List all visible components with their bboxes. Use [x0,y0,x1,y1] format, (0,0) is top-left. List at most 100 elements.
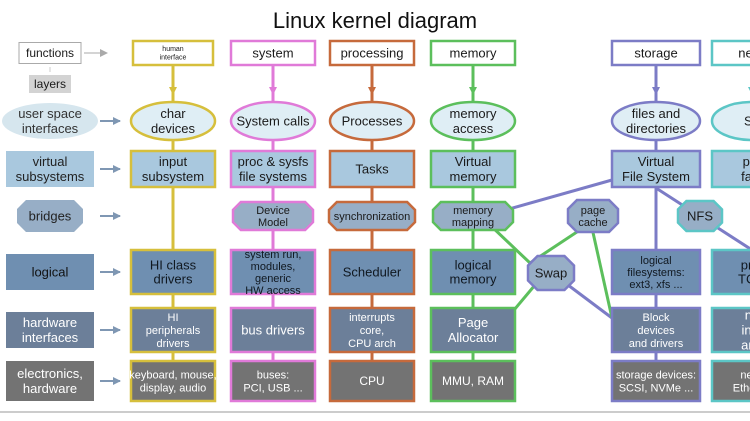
col-storage-hw [610,306,702,354]
col-system-header-label-line: system [252,46,293,61]
layer-4-label-line: interfaces [22,330,79,345]
col-processing-hw-label-line: CPU arch [348,338,396,350]
col-network-header-label: netw [738,46,750,61]
col-memory-user-label-line: access [453,121,494,136]
col-storage-bridge-label-line: page [581,205,605,217]
col-storage-bridge [566,198,620,234]
col-storage-virtual-label-line: File System [622,169,690,184]
col-processing-user-label-line: Processes [342,114,403,129]
col-human-logical-label-line: drivers [153,272,193,287]
col-system-user-label-line: System calls [237,114,310,129]
col-system-header-label: system [252,46,293,61]
col-memory-header-label: memory [450,46,497,61]
col-network-hw-label-line: and [741,338,750,353]
col-system-bridge [231,200,315,232]
col-processing-hw-label-line: interrupts [349,312,395,324]
layers-label [29,75,71,93]
col-processing-user [328,100,416,142]
col-human-user [129,100,217,142]
col-human-elec [129,359,217,403]
col-memory-header [429,39,517,67]
col-human-user-label-line: devices [151,121,196,136]
layer-3-label-line: logical [32,265,69,280]
col-processing-logical [328,248,416,296]
col-processing-hw [328,306,416,354]
layer-3-label: logical [32,265,69,280]
col-system-user [229,100,317,142]
col-processing-bridge-label-line: synchronization [334,211,410,223]
col-network-virtual-label: profam [741,154,750,184]
col-network-elec [710,359,750,403]
col-processing-virtual-label-line: Tasks [355,162,389,177]
col-memory-hw-label-line: Page [458,315,488,330]
col-system-logical-label-line: system run, [245,249,302,261]
col-network-virtual-label-line: fam [741,169,750,184]
col-network-hw-label-line: ne [745,308,750,323]
col-storage-bridge-label-line: cache [578,217,607,229]
col-human-header-label-line: interface [160,55,187,62]
col-storage-user [610,100,702,142]
col-human-header-label-line: human [162,46,184,53]
col-human-elec-label-line: keyboard, mouse, [129,369,216,381]
col-storage-elec-label-line: SCSI, NVMe ... [619,382,694,394]
col-network-elec-label: netwEtherne [733,369,750,394]
col-network-user [710,100,750,142]
col-network-bridge [676,199,724,233]
layer-1 [6,151,94,187]
functions-label [18,42,82,64]
col-storage-user-label-line: files and [632,106,680,121]
diagram-title: Linux kernel diagram [273,8,477,33]
col-processing-hw-label-line: core, [360,325,384,337]
swap-bridge-label: Swap [535,266,568,281]
col-processing-logical-label-line: Scheduler [343,265,402,280]
col-storage-elec [610,359,702,403]
col-system-elec [229,359,317,403]
col-network-logical-label: protTCP, [738,258,750,287]
col-processing-virtual [328,149,416,189]
conn-mmap-swap [488,223,532,265]
col-memory-header-label-line: memory [450,46,497,61]
col-storage-virtual-label-line: Virtual [638,154,675,169]
layer-5 [6,361,94,401]
col-memory-user [429,100,517,142]
conn-swap-block [567,283,613,320]
col-network-bridge-label: NFS [687,209,713,224]
col-processing-header-label: processing [341,46,404,61]
col-network-hw-label: neinteand [741,308,750,353]
col-memory-elec-label-line: MMU, RAM [442,374,504,388]
col-human-user-label-line: char [160,106,186,121]
col-memory-virtual-label-line: memory [450,169,497,184]
functions-label-label-line: functions [26,46,74,60]
layer-2-label: bridges [29,209,72,224]
col-network-elec-label-line: Etherne [733,382,750,394]
col-system-logical [229,248,317,296]
layer-1-label-line: subsystems [16,169,85,184]
col-storage-hw-label-line: devices [637,325,675,337]
layer-5-label: electronics,hardware [17,366,83,396]
layer-2-label-line: bridges [29,209,72,224]
col-human-hw-label-line: HI [168,312,179,324]
col-memory-logical-label-line: memory [450,272,497,287]
col-network-logical-label-line: TCP, [738,272,750,287]
layers-label-label-line: layers [34,77,66,91]
col-human-hw-label-line: drivers [156,338,190,350]
col-storage-header [610,39,702,67]
layer-0 [2,103,98,139]
col-system-logical-label-line: modules, [251,261,296,273]
col-processing-header-label-line: processing [341,46,404,61]
col-human-hw [129,306,217,354]
